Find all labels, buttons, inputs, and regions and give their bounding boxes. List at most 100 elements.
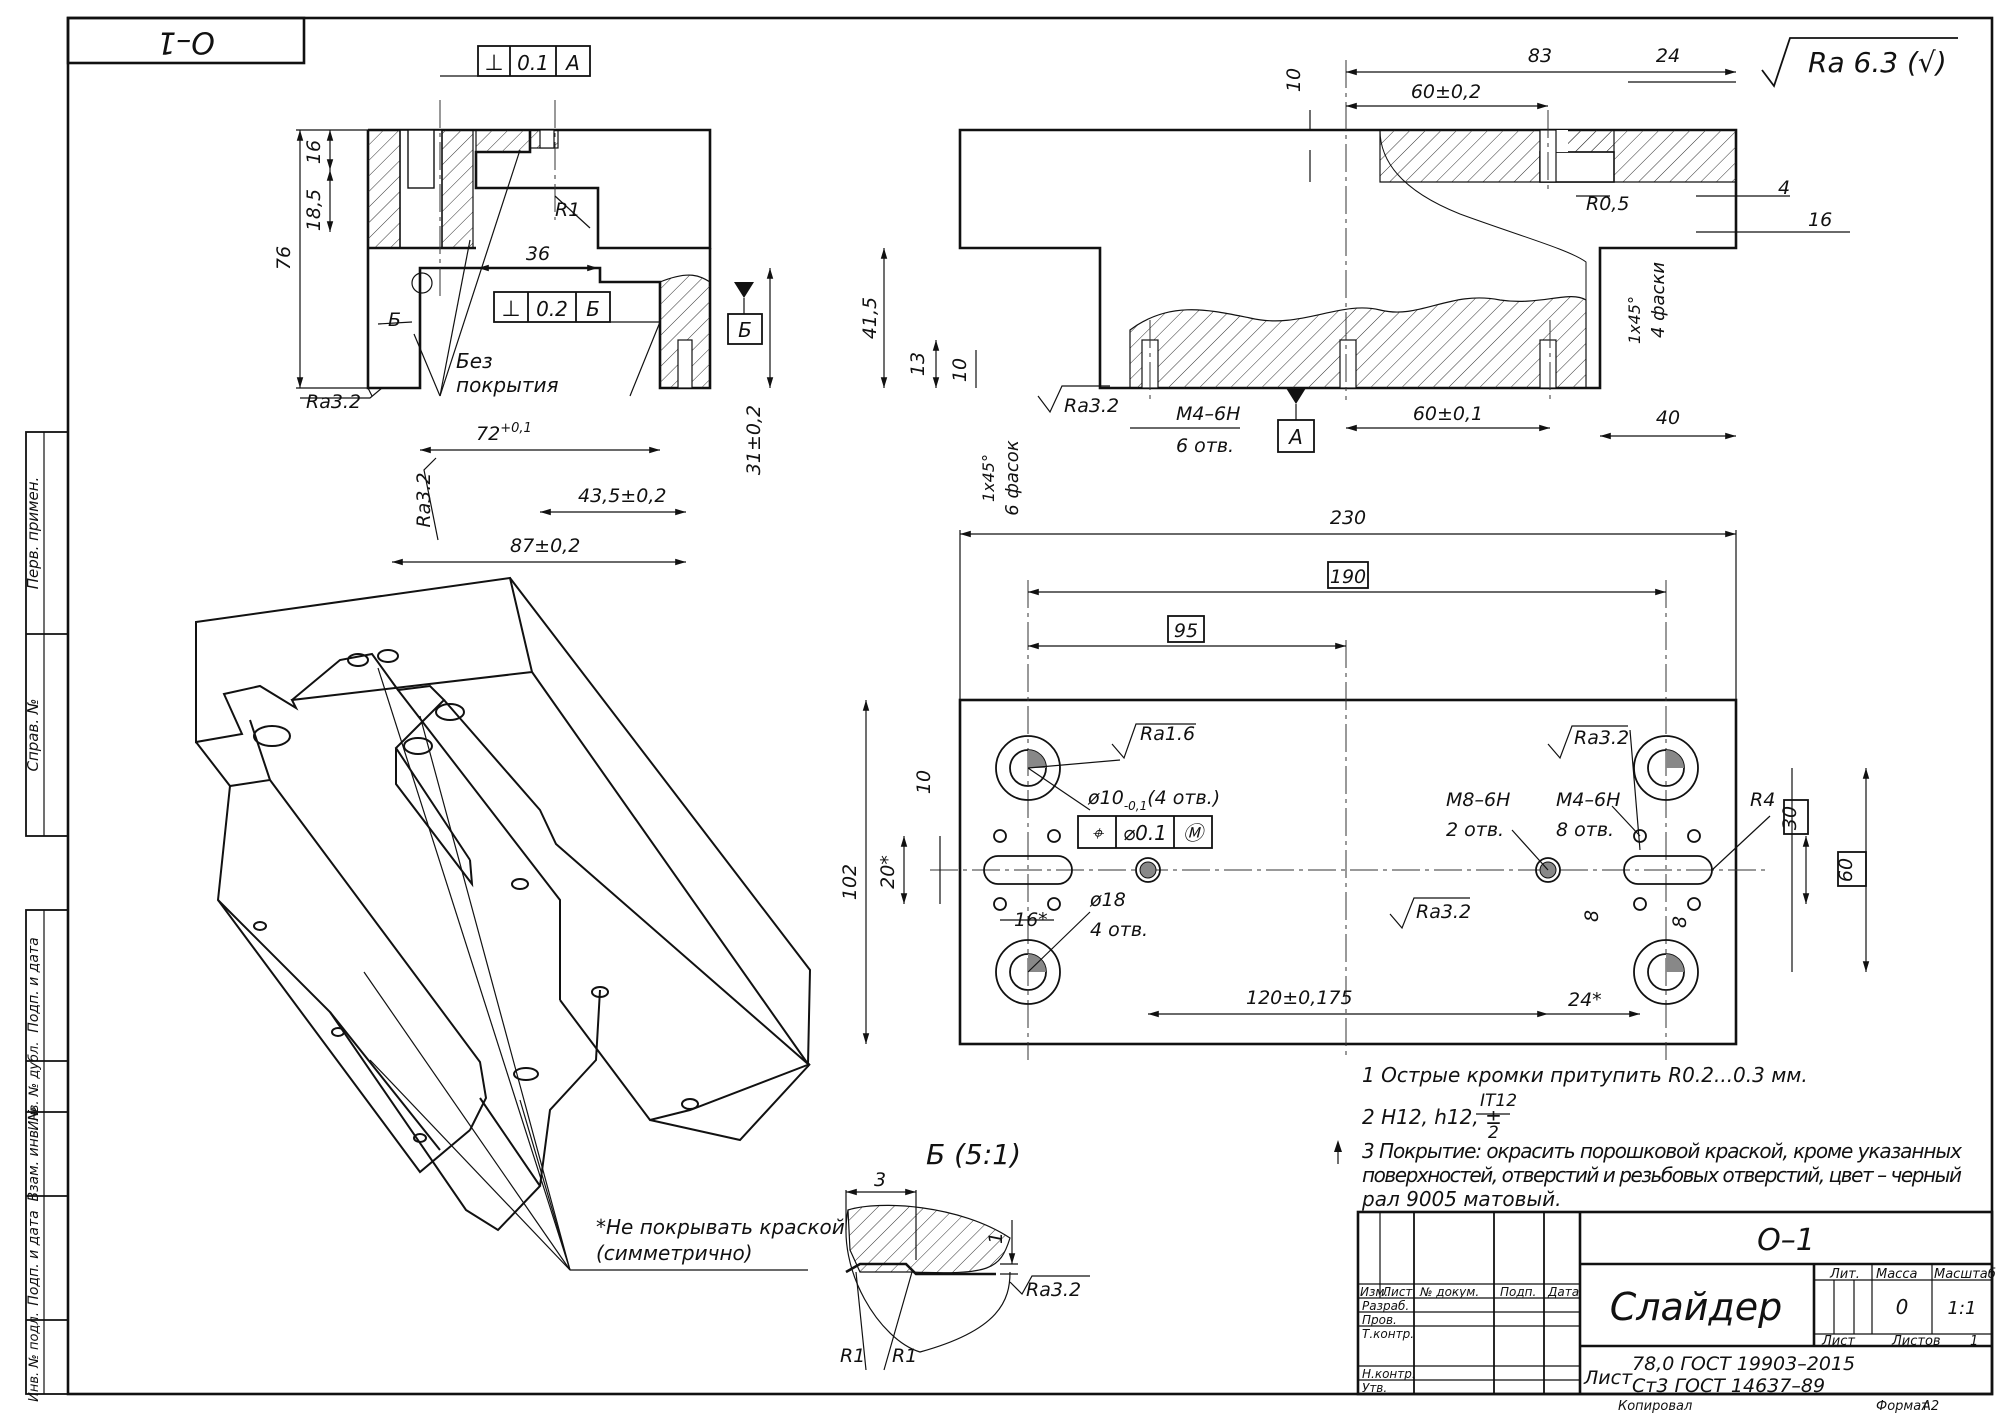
tol-frame-perp-a: ⊥ 0.1 А bbox=[440, 45, 591, 77]
phi10: ø10-0,1(4 отв.) bbox=[1087, 787, 1220, 813]
detail-r1-a: R1 bbox=[840, 1345, 865, 1367]
tb-code: О–1 bbox=[1757, 1223, 1815, 1258]
tb-utv: Утв. bbox=[1362, 1381, 1387, 1395]
ra32-front-side: Ra3.2 bbox=[413, 472, 435, 527]
dim-24-b: 24* bbox=[1568, 989, 1602, 1011]
dim-60-c: 60 bbox=[1835, 858, 1857, 882]
chamfer-4-value: 1x45° bbox=[1625, 296, 1644, 344]
m8-count: 2 отв. bbox=[1446, 819, 1504, 841]
m4-plan-count: 8 отв. bbox=[1556, 819, 1614, 841]
m4-plan: M4–6H bbox=[1556, 789, 1620, 811]
tb-sheets: Листов bbox=[1891, 1334, 1941, 1349]
dim-60-b: 60±0,1 bbox=[1413, 403, 1483, 425]
tb-mass: Масса bbox=[1876, 1267, 1917, 1282]
tb-podp: Подп. bbox=[1500, 1285, 1536, 1299]
dim-95: 95 bbox=[1174, 620, 1198, 642]
tol-perp-b-datum: Б bbox=[586, 297, 600, 321]
counterbore-tl bbox=[995, 735, 1061, 801]
datum-a: А bbox=[1277, 388, 1315, 453]
dim-16-b: 16 bbox=[1808, 209, 1832, 231]
chamfer-4-label: 4 фаски bbox=[1648, 262, 1669, 338]
datum-b: Б bbox=[727, 282, 763, 345]
dim-16-c: 16* bbox=[1014, 909, 1048, 931]
tb-sheet: Лист bbox=[1821, 1334, 1855, 1349]
dim-24: 24 bbox=[1656, 45, 1680, 67]
dim-76: 76 bbox=[273, 246, 295, 270]
tol-perp-b-val: 0.2 bbox=[536, 297, 568, 321]
general-roughness-text: Ra 6.3 (√) bbox=[1808, 46, 1947, 79]
dim-r1: R1 bbox=[555, 199, 580, 221]
note-3-line3: рал 9005 матовый. bbox=[1361, 1187, 1562, 1211]
side-section-view: 83 24 60±0,2 10 R0,5 4 16 41,5 13 10 Ra3… bbox=[859, 45, 1850, 516]
chamfer-6: 1x45° 6 фасок bbox=[979, 440, 1023, 516]
tb-lit: Лит. bbox=[1829, 1267, 1860, 1282]
detail-b: Б (5:1) 3 1 Ra3.2 R1 R1 bbox=[840, 1138, 1090, 1371]
slot-left bbox=[983, 855, 1073, 885]
dim-31: 31±0,2 bbox=[743, 405, 765, 475]
note-2-frac-top: IT12 bbox=[1480, 1091, 1517, 1111]
no-paint-line2: (симметрично) bbox=[596, 1241, 753, 1265]
tb-sheets-value: 1 bbox=[1970, 1334, 1978, 1349]
drawing-frame: О–1 bbox=[66, 16, 1994, 1396]
side-vzam: Взам. инв. № bbox=[26, 1106, 42, 1201]
tb-scale: Масштаб bbox=[1934, 1267, 1996, 1282]
dim-16: 16 bbox=[303, 140, 325, 164]
chamfer-4: 1x45° 4 фаски bbox=[1625, 262, 1669, 344]
dim-83: 83 bbox=[1528, 45, 1552, 67]
dim-36: 36 bbox=[526, 243, 550, 265]
tol-perp-a-datum: А bbox=[564, 51, 580, 75]
r4: R4 bbox=[1750, 789, 1775, 811]
ra16: Ra1.6 bbox=[1140, 723, 1195, 745]
side-sprav: Справ. № bbox=[24, 699, 42, 772]
tb-izm: Изм. bbox=[1360, 1285, 1388, 1299]
tb-scale-value: 1:1 bbox=[1948, 1298, 1977, 1319]
dim-41-5: 41,5 bbox=[859, 297, 881, 339]
title-block: Изм. Лист № докум. Подп. Дата Разраб. Пр… bbox=[1356, 1210, 1996, 1414]
dim-10-c: 10 bbox=[913, 770, 935, 794]
tol-pos-val: ⌀0.1 bbox=[1123, 821, 1167, 845]
dim-120: 120±0,175 bbox=[1246, 987, 1353, 1009]
detail-dim-1: 1 bbox=[985, 1232, 1007, 1244]
dim-10-b: 10 bbox=[949, 358, 971, 382]
note-1: 1 Острые кромки притупить R0.2...0.3 мм. bbox=[1362, 1063, 1808, 1087]
tb-dokum: № докум. bbox=[1419, 1285, 1479, 1299]
tb-nkontr: Н.контр. bbox=[1362, 1367, 1416, 1381]
dim-190: 190 bbox=[1330, 566, 1366, 588]
phi18-count: 4 отв. bbox=[1090, 919, 1148, 941]
m8: M8–6H bbox=[1446, 789, 1510, 811]
side-inv-podl: Инв. № подл. bbox=[27, 1312, 42, 1402]
bez-line1: Без bbox=[456, 349, 493, 373]
dim-102: 102 bbox=[839, 864, 861, 900]
dim-18-5: 18,5 bbox=[303, 189, 325, 231]
tb-list: Лист bbox=[1381, 1285, 1413, 1299]
datum-a-label: А bbox=[1287, 425, 1303, 449]
side-podp2: Подп. и дата bbox=[26, 1210, 42, 1305]
dim-8-b: 8 bbox=[1669, 916, 1691, 928]
dim-43-5: 43,5±0,2 bbox=[578, 485, 666, 507]
counterbore-br bbox=[1633, 939, 1699, 1005]
detail-r1-b: R1 bbox=[892, 1345, 917, 1367]
dim-72: 72+0,1 bbox=[476, 421, 532, 445]
front-section-view: 76 16 18,5 36 R1 Б Без покрытия Ra3.2 ⊥ … bbox=[273, 45, 774, 566]
tb-title: Слайдер bbox=[1610, 1285, 1783, 1329]
note-2-frac-bottom: 2 bbox=[1488, 1123, 1499, 1143]
plan-view: 230 190 95 102 10 20* 16* Ra1.6 ø10-0,1(… bbox=[839, 507, 1870, 1060]
dim-b-marker: Б bbox=[388, 309, 401, 331]
dim-87: 87±0,2 bbox=[510, 535, 580, 557]
dim-4: 4 bbox=[1778, 177, 1790, 199]
counterbore-tr bbox=[1633, 735, 1699, 801]
tb-tkontr: Т.контр. bbox=[1362, 1327, 1414, 1341]
bez-line2: покрытия bbox=[456, 373, 559, 397]
ra32-plan-right: Ra3.2 bbox=[1574, 727, 1629, 749]
detail-ra32: Ra3.2 bbox=[1026, 1279, 1081, 1301]
ra32-plan: Ra3.2 bbox=[1416, 901, 1471, 923]
tol-pos-sym: ⌖ bbox=[1091, 821, 1104, 845]
dim-20: 20* bbox=[877, 855, 899, 889]
side-podp1: Подп. и дата bbox=[26, 937, 42, 1032]
dim-10-top: 10 bbox=[1283, 68, 1305, 92]
general-roughness: Ra 6.3 (√) bbox=[1761, 37, 1958, 88]
tb-format-value: А2 bbox=[1921, 1399, 1939, 1414]
dim-30: 30 bbox=[1779, 806, 1801, 830]
tb-material-1: 78,0 ГОСТ 19903–2015 bbox=[1632, 1353, 1855, 1375]
phi18: ø18 bbox=[1089, 889, 1126, 911]
